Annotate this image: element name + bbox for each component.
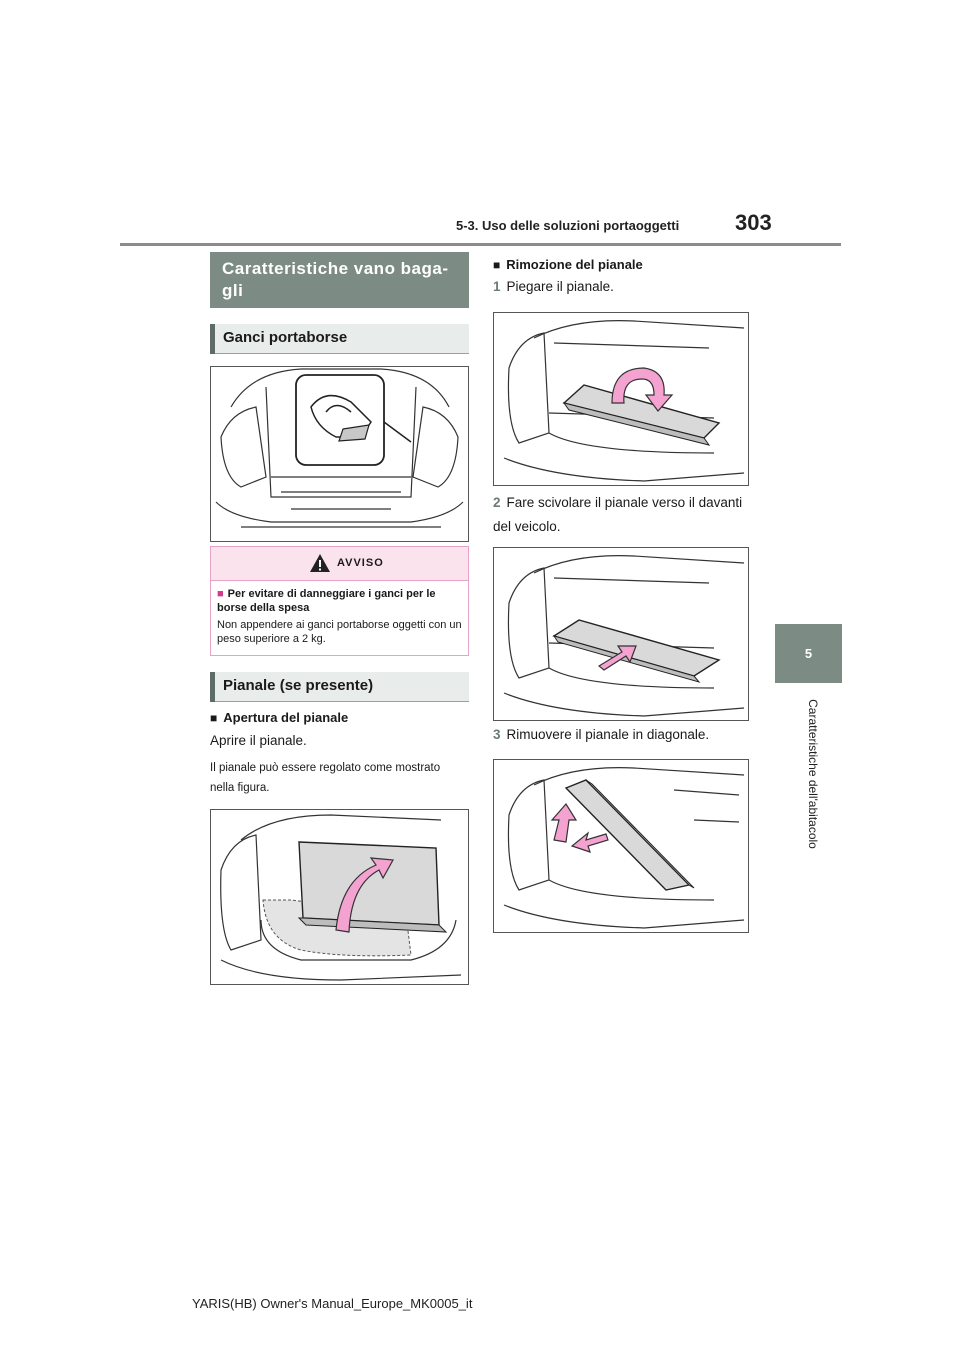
figure-bag-hooks: [210, 366, 469, 542]
floor-opening-illustration: [220, 814, 462, 981]
warning-body: Non appendere ai ganci portaborse oggett…: [217, 619, 462, 645]
warning-label: AVVISO: [337, 557, 384, 569]
step-number: 2: [493, 495, 501, 510]
floor-panel: [298, 841, 440, 926]
warning-title: ■Per evitare di danneggiare i ganci per …: [217, 587, 462, 615]
figure-step-3: [493, 759, 749, 933]
slide-floor-illustration: [503, 555, 745, 717]
warning-header: AVVISO: [211, 547, 468, 581]
subhead-bar: [210, 672, 215, 702]
opening-heading-text: Apertura del pianale: [223, 710, 349, 725]
remove-floor-illustration: [503, 767, 745, 929]
step-text: Rimuovere il pianale in diagonale.: [506, 727, 710, 742]
pink-arrow-icon: [335, 857, 394, 933]
step-number: 3: [493, 727, 501, 742]
warning-icon: [310, 554, 330, 572]
step-text: Fare scivolare il pianale verso il davan…: [493, 495, 743, 534]
chapter-title-vertical: Caratteristiche dell'abitacolo: [806, 699, 820, 849]
up-arrow-icon: [550, 802, 578, 843]
opening-heading: ■ Apertura del pianale: [210, 710, 348, 725]
opening-note: Il pianale può essere regolato come most…: [210, 762, 441, 794]
section-title: Caratteristiche vano baga- gli: [210, 252, 469, 308]
square-bullet-icon: ■: [217, 588, 224, 600]
removal-heading: ■ Rimozione del pianale: [493, 257, 643, 272]
slide-arrow-icon: [597, 645, 637, 671]
fold-floor-illustration: [503, 320, 745, 482]
warning-box: AVVISO ■Per evitare di danneggiare i gan…: [210, 546, 469, 656]
fold-arrow-icon: [611, 367, 674, 412]
header-rule: [120, 243, 841, 246]
step-text: Piegare il pianale.: [506, 279, 614, 294]
subhead-bar: [210, 324, 215, 354]
header-section-title: 5-3. Uso delle soluzioni portaoggetti: [456, 218, 680, 233]
subhead-pianale: Pianale (se presente): [210, 672, 469, 702]
left-arrow-icon: [570, 831, 609, 853]
figure-step-1: [493, 312, 749, 486]
step-3: 3 Rimuovere il pianale in diagonale.: [493, 727, 709, 742]
trunk-hooks-illustration: [215, 368, 464, 528]
chapter-tab: 5: [775, 624, 842, 683]
footer-manual-id: YARIS(HB) Owner's Manual_Europe_MK0005_i…: [192, 1296, 473, 1311]
diagonal-panel: [564, 779, 691, 891]
figure-floor-opening: [210, 809, 469, 985]
figure-step-2: [493, 547, 749, 721]
warning-title-text: Per evitare di danneggiare i ganci per l…: [217, 588, 436, 614]
opening-text: Aprire il pianale.: [210, 733, 307, 748]
square-bullet-icon: ■: [493, 258, 501, 272]
subhead-ganci: Ganci portaborse: [210, 324, 469, 354]
step-1: 1 Piegare il pianale.: [493, 279, 614, 294]
page-number: 303: [735, 210, 772, 235]
subhead-label: Pianale (se presente): [223, 677, 374, 694]
bag-hook: [338, 424, 370, 442]
subhead-label: Ganci portaborse: [223, 329, 348, 346]
step-number: 1: [493, 279, 501, 294]
square-bullet-icon: ■: [210, 711, 218, 725]
removal-heading-text: Rimozione del pianale: [506, 257, 643, 272]
